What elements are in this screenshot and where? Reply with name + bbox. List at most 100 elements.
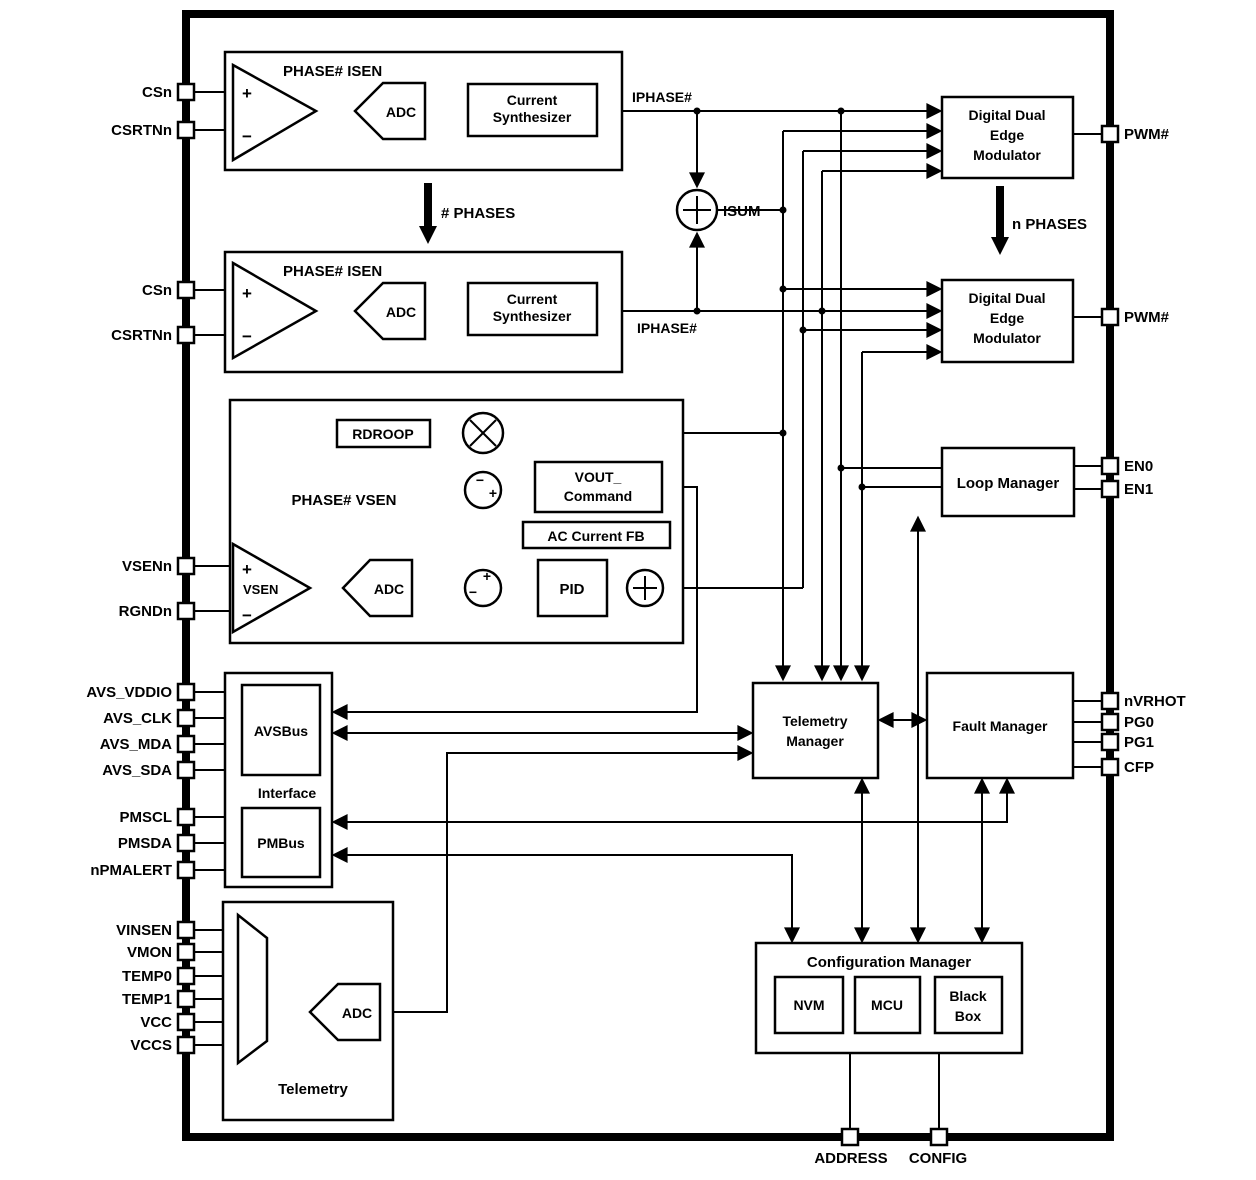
pin-pwm-1 [1100, 124, 1120, 144]
pin-vcc [176, 1012, 196, 1032]
modulator-label: Digital Dual [968, 107, 1045, 123]
plus-sign: + [242, 84, 252, 103]
pin-label: AVS_CLK [103, 710, 172, 727]
pin-label: VMON [127, 944, 172, 961]
fault-manager-block: Fault Manager [925, 671, 1075, 780]
pin-label: RGNDn [119, 603, 172, 620]
pin-npmalert [176, 860, 196, 880]
pid-box [536, 558, 609, 618]
phases-arrow: # PHASES [419, 183, 515, 244]
adc-shape [308, 982, 382, 1042]
block-title: PHASE# VSEN [291, 492, 396, 509]
digital-dual-edge-modulator-1: Digital Dual Edge Modulator [940, 95, 1075, 180]
multiplier-junction [461, 411, 505, 455]
pid-label: PID [559, 581, 584, 598]
block-title: PHASE# ISEN [283, 263, 382, 280]
telemetry-manager-block: Telemetry Manager [751, 681, 880, 780]
current-synthesizer-label: Current [507, 291, 558, 307]
pin-pg0 [1100, 712, 1120, 732]
n-phases-label: n PHASES [1012, 216, 1087, 233]
plus-sign: + [483, 568, 491, 584]
pin-vsenn [176, 556, 196, 576]
pin-label: CSRTNn [111, 327, 172, 344]
pin-pmscl [176, 807, 196, 827]
pin-label: TEMP0 [122, 968, 172, 985]
pin-avs-sda [176, 760, 196, 780]
pin-vmon [176, 942, 196, 962]
current-synthesizer-box [466, 82, 599, 138]
rdroop-box [335, 418, 432, 449]
adc-label: ADC [386, 104, 416, 120]
pin-csn-1 [176, 82, 196, 102]
phase-isen-block-2: PHASE# ISEN + − ADC Current Synthesizer … [223, 250, 697, 374]
pin-vinsen [176, 920, 196, 940]
plus-sign: + [489, 485, 497, 501]
pin-avs-clk [176, 708, 196, 728]
avsbus-box [240, 683, 322, 777]
current-synthesizer-box [466, 281, 599, 337]
pin-avs-vddio [176, 682, 196, 702]
pin-en0 [1100, 456, 1120, 476]
minus-sign: − [242, 327, 252, 346]
pin-label: CONFIG [909, 1150, 967, 1167]
pin-label: VINSEN [116, 922, 172, 939]
amplifier-icon [231, 260, 319, 361]
wire-harness [194, 91, 1102, 1129]
pin-csrtnn-1 [176, 120, 196, 140]
pin-label: PWM# [1124, 309, 1170, 326]
pin-label: nVRHOT [1124, 693, 1186, 710]
vout-command-box [533, 460, 664, 514]
pin-csn-2 [176, 280, 196, 300]
modulator-label: Digital Dual [968, 290, 1045, 306]
plus-sign: + [242, 284, 252, 303]
amplifier-icon [231, 541, 313, 635]
vsen-amp-label: VSEN [243, 582, 278, 597]
pin-label: CFP [1124, 759, 1154, 776]
telemetry-block: ADC Telemetry [221, 900, 395, 1122]
adc-label: ADC [374, 581, 404, 597]
isum-junction: ISUM [675, 188, 761, 232]
phase-vsen-block: PHASE# VSEN RDROOP − + VOUT_ Command AC … [228, 398, 685, 645]
pin-pmsda [176, 833, 196, 853]
black-box-label: Box [955, 1008, 982, 1024]
digital-dual-edge-modulator-2: Digital Dual Edge Modulator [940, 278, 1075, 364]
current-synthesizer-label: Synthesizer [493, 109, 572, 125]
rdroop-label: RDROOP [352, 426, 413, 442]
interface-block: AVSBus Interface PMBus [223, 671, 334, 889]
n-phases-arrow: n PHASES [991, 186, 1087, 255]
pin-label: AVS_SDA [102, 762, 172, 779]
mux-shape [236, 912, 269, 1066]
configuration-manager-label: Configuration Manager [807, 954, 971, 971]
summing-junction-acfb [625, 568, 665, 608]
pin-label: CSn [142, 282, 172, 299]
summing-junction-error: + − [463, 568, 503, 608]
telemetry-label: Telemetry [278, 1081, 348, 1098]
pin-temp1 [176, 989, 196, 1009]
pin-label: PMSDA [118, 835, 172, 852]
amplifier-icon [231, 62, 319, 163]
iphase-label: IPHASE# [637, 320, 697, 336]
adc-label: ADC [386, 304, 416, 320]
ac-current-fb-label: AC Current FB [547, 528, 644, 544]
pin-avs-mda [176, 734, 196, 754]
pin-pg1 [1100, 732, 1120, 752]
left-pins: CSn CSRTNn CSn CSRTNn VSENn RGNDn AVS_VD… [86, 82, 196, 1055]
pin-config [929, 1127, 949, 1147]
pin-label: VCCS [130, 1037, 172, 1054]
nvm-box [773, 975, 845, 1035]
mcu-box [853, 975, 922, 1035]
modulator-label: Edge [990, 127, 1024, 143]
adc-shape [341, 558, 414, 618]
pmbus-box [240, 806, 322, 879]
right-pins: PWM# PWM# EN0 EN1 nVRHOT PG0 PG1 CFP [1100, 124, 1186, 777]
telemetry-manager-label: Manager [786, 733, 844, 749]
interface-label: Interface [258, 785, 317, 801]
modulator-label: Modulator [973, 147, 1041, 163]
plus-sign: + [242, 560, 252, 579]
ac-current-fb-box [521, 520, 672, 550]
pin-csrtnn-2 [176, 325, 196, 345]
pin-label: PG1 [1124, 734, 1154, 751]
isum-label: ISUM [723, 203, 761, 220]
